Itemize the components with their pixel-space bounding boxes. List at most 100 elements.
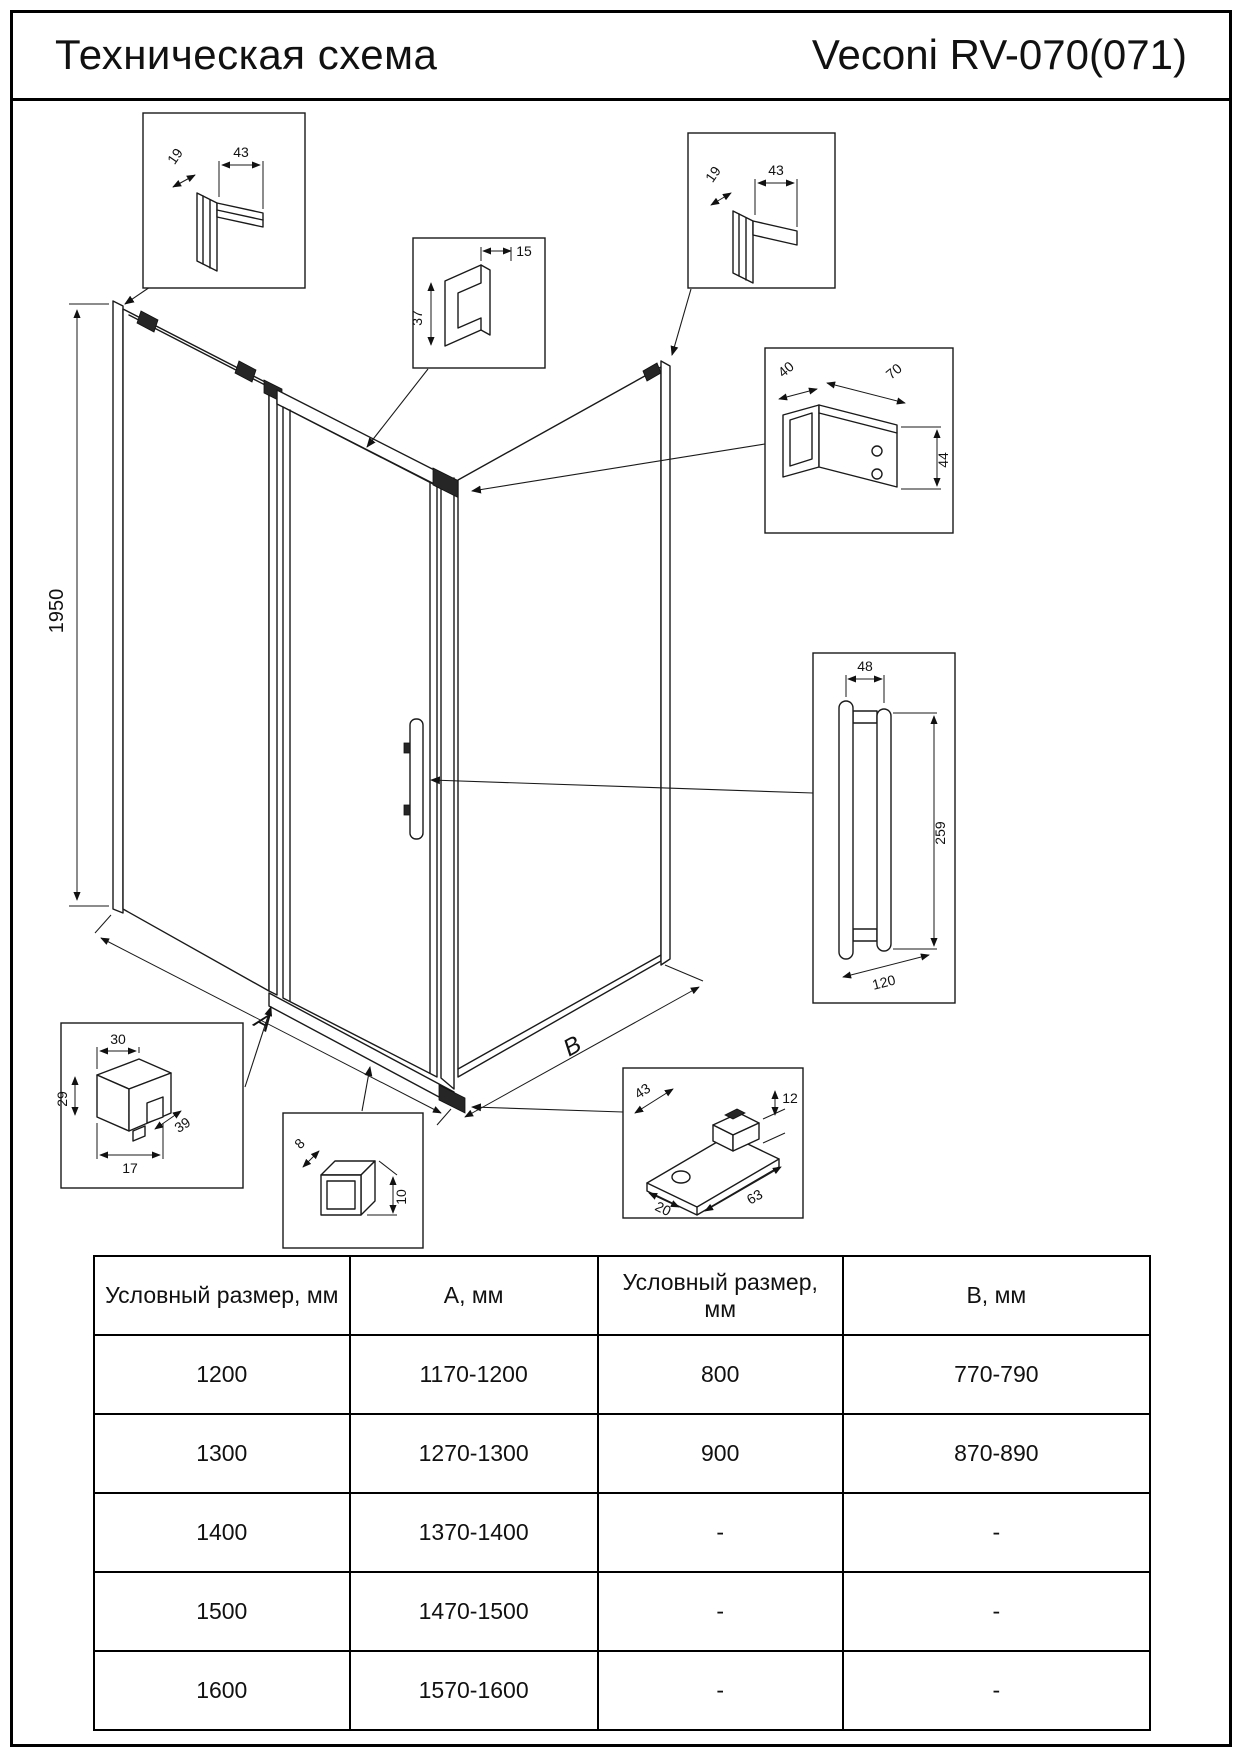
- detail-handle: 48 259 120: [812, 652, 956, 1004]
- col-header-a: А, мм: [348, 1255, 599, 1336]
- cell-nominal-b: -: [596, 1492, 844, 1573]
- dim-label: 43: [768, 162, 784, 178]
- ext-line: [664, 964, 704, 982]
- ext-line: [218, 161, 264, 209]
- leader: [244, 1006, 273, 1088]
- cell-nominal-a: 1200: [93, 1334, 351, 1415]
- right-wall-profile: [660, 360, 671, 966]
- dim-line: [464, 986, 700, 1118]
- handle-bar-front: [838, 700, 854, 960]
- profile-lines: [202, 195, 211, 269]
- screw-icon: [871, 468, 883, 480]
- detail-bottom-bracket: 43 12 63 20: [622, 1067, 804, 1219]
- left-fixed-panel: [122, 308, 270, 992]
- cell-a-range: 1370-1400: [348, 1492, 599, 1573]
- detail-bottom-profile: 8 10: [282, 1112, 424, 1249]
- table-row: 1600 1570-1600 - -: [93, 1650, 1152, 1731]
- screw-icon: [871, 445, 883, 457]
- ext-line: [480, 247, 512, 261]
- dim-line: [778, 387, 818, 401]
- dim-label: 44: [935, 452, 951, 468]
- col-header-nominal-a: Условный размер, мм: [93, 1255, 351, 1336]
- leader: [471, 443, 766, 494]
- left-wall-profile: [112, 300, 124, 914]
- leader: [366, 368, 429, 448]
- col-header-nominal-b: Условный размер, мм: [596, 1255, 844, 1336]
- dim-line: [302, 1150, 320, 1168]
- detail-wall-profile-right: 43 19: [687, 132, 836, 289]
- dim-overall-height: 1950: [46, 303, 109, 907]
- cell-nominal-b: 900: [596, 1413, 844, 1494]
- pivot-hole: [671, 1170, 691, 1184]
- leader: [124, 286, 151, 305]
- cell-b-range: 770-790: [841, 1334, 1152, 1415]
- cell-nominal-a: 1400: [93, 1492, 351, 1573]
- cell-a-range: 1170-1200: [348, 1334, 599, 1415]
- cell-b-range: -: [841, 1492, 1152, 1573]
- cell-a-range: 1470-1500: [348, 1571, 599, 1652]
- technical-drawing: 1950: [13, 103, 1229, 1253]
- ext-line: [754, 179, 798, 227]
- glass-clamp-icon: [234, 360, 257, 383]
- dim-label: 39: [171, 1114, 193, 1136]
- leader: [361, 1066, 373, 1112]
- leader: [670, 288, 692, 356]
- page-frame: Техническая схема Veconi RV-070(071) 195…: [10, 10, 1232, 1747]
- ext-line: [96, 1047, 140, 1069]
- col-header-b: В, мм: [841, 1255, 1152, 1336]
- cell-b-range: -: [841, 1650, 1152, 1731]
- header: Техническая схема Veconi RV-070(071): [13, 13, 1229, 98]
- dim-label: 15: [516, 243, 532, 259]
- dim-line: [100, 937, 442, 1114]
- profile-line: [216, 209, 264, 221]
- ext-line: [901, 426, 941, 490]
- cell-nominal-a: 1500: [93, 1571, 351, 1652]
- detail-box: [412, 237, 546, 369]
- cell-a-range: 1570-1600: [348, 1650, 599, 1731]
- detail-corner-bracket: 40 70 44: [764, 347, 954, 534]
- dim-label: 43: [631, 1080, 653, 1102]
- technical-drawing-svg: 1950: [46, 112, 956, 1249]
- model-number: Veconi RV-070(071): [811, 31, 1187, 78]
- tube-inner: [326, 1180, 356, 1210]
- detail-wall-profile-left: 43 19: [142, 112, 306, 289]
- dim-line: [648, 1192, 680, 1208]
- dim-label-1950: 1950: [46, 589, 68, 634]
- dim-line: [710, 192, 732, 206]
- dim-label: 37: [409, 310, 425, 326]
- dim-label: 120: [871, 972, 898, 993]
- detail-top-bar-profile: 15 37: [409, 237, 546, 369]
- leader-lines: [124, 286, 814, 1113]
- ext-line: [436, 1108, 452, 1126]
- corner-post: [440, 477, 455, 1090]
- cell-nominal-b: -: [596, 1571, 844, 1652]
- leader: [471, 1103, 624, 1113]
- handle-connector: [852, 710, 878, 724]
- profile-flange: [752, 220, 798, 246]
- dim-label: 48: [857, 658, 873, 674]
- cell-nominal-b: 800: [596, 1334, 844, 1415]
- ext-line: [94, 914, 112, 934]
- dim-label: 12: [782, 1090, 798, 1106]
- detail-box: [687, 132, 836, 289]
- leader: [430, 776, 814, 794]
- bracket-line: [818, 412, 898, 434]
- dim-label: 43: [233, 144, 249, 160]
- cell-a-range: 1270-1300: [348, 1413, 599, 1494]
- profile-shape: [196, 192, 218, 272]
- ext-line: [893, 712, 937, 950]
- table-row: 1400 1370-1400 - -: [93, 1492, 1152, 1573]
- door-handle: [403, 718, 424, 840]
- size-table-wrap: Условный размер, мм А, мм Условный разме…: [93, 1255, 1152, 1731]
- block-tab: [132, 1125, 146, 1142]
- ext-line: [96, 1123, 164, 1159]
- page-title: Техническая схема: [55, 31, 438, 78]
- dim-line: [704, 1166, 782, 1212]
- profile-lines: [738, 213, 747, 281]
- channel-depth-lines: [480, 264, 491, 336]
- header-divider: [13, 98, 1229, 101]
- handle-bar-back: [876, 708, 892, 952]
- cell-b-range: -: [841, 1571, 1152, 1652]
- detail-box: [142, 112, 306, 289]
- dim-label: 10: [393, 1189, 409, 1205]
